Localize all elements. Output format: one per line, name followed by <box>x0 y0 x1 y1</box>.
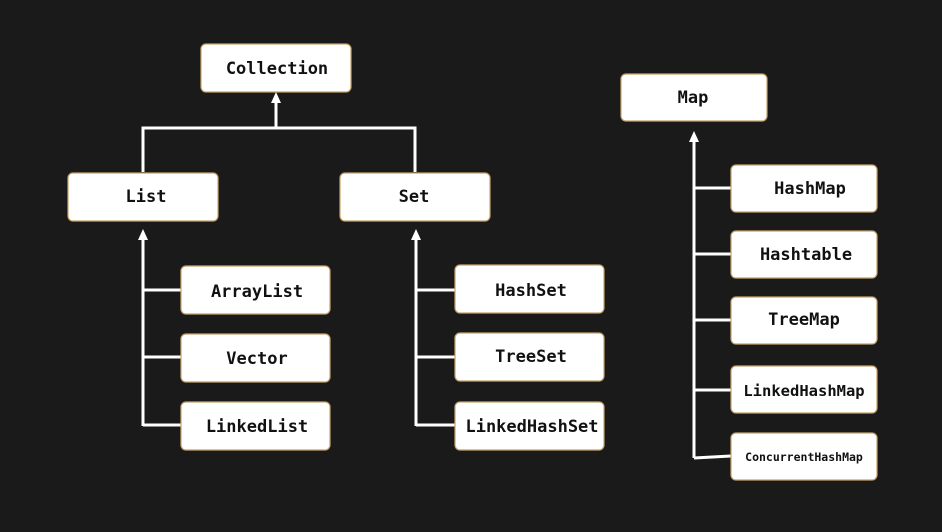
node-set: Set <box>339 172 491 222</box>
node-concurrenthashmap: ConcurrentHashMap <box>730 432 878 481</box>
arrowhead-map <box>689 131 699 142</box>
node-box <box>454 401 605 451</box>
node-label: Vector <box>226 349 287 369</box>
node-label: ConcurrentHashMap <box>745 450 863 464</box>
node-list: List <box>67 172 219 222</box>
node-treeset: TreeSet <box>454 332 605 382</box>
node-map: Map <box>620 73 768 122</box>
node-box <box>200 43 352 93</box>
node-vector: Vector <box>180 333 331 383</box>
node-linkedhashset: LinkedHashSet <box>454 401 605 451</box>
node-arraylist: ArrayList <box>180 265 331 315</box>
node-label: HashMap <box>774 179 846 199</box>
node-label: Set <box>399 187 430 207</box>
edge-concurrenthashmap-to-map <box>693 454 732 460</box>
node-label: Map <box>678 88 709 108</box>
node-box <box>730 432 878 481</box>
node-linkedhashmap: LinkedHashMap <box>730 365 878 414</box>
node-label: TreeMap <box>768 310 840 330</box>
arrowhead-list <box>138 229 148 240</box>
node-box <box>454 332 605 382</box>
node-label: Hashtable <box>760 245 852 265</box>
node-box <box>454 264 605 314</box>
node-label: HashSet <box>495 281 567 301</box>
node-label: TreeSet <box>495 347 567 367</box>
arrowhead-collection <box>271 92 281 103</box>
node-label: List <box>126 187 167 207</box>
node-box <box>180 265 331 315</box>
node-box <box>339 172 491 222</box>
node-label: Collection <box>226 59 328 79</box>
node-linkedlist: LinkedList <box>180 401 331 451</box>
node-collection: Collection <box>200 43 352 93</box>
node-box <box>730 365 878 414</box>
node-box <box>180 401 331 451</box>
node-label: LinkedList <box>206 417 308 437</box>
connectors <box>138 92 732 460</box>
node-box <box>180 333 331 383</box>
node-label: LinkedHashMap <box>743 382 864 400</box>
node-label: ArrayList <box>211 282 303 302</box>
node-hashmap: HashMap <box>730 164 878 213</box>
node-box <box>620 73 768 122</box>
node-hashset: HashSet <box>454 264 605 314</box>
node-box <box>730 296 878 345</box>
node-label: LinkedHashSet <box>465 417 598 437</box>
node-treemap: TreeMap <box>730 296 878 345</box>
node-box <box>67 172 219 222</box>
node-box <box>730 230 878 279</box>
node-box <box>730 164 878 213</box>
nodes: Collection List Set ArrayList Vector Lin… <box>67 43 878 481</box>
edge-list-set-to-collection <box>141 126 417 172</box>
arrowhead-set <box>411 229 421 240</box>
node-hashtable: Hashtable <box>730 230 878 279</box>
